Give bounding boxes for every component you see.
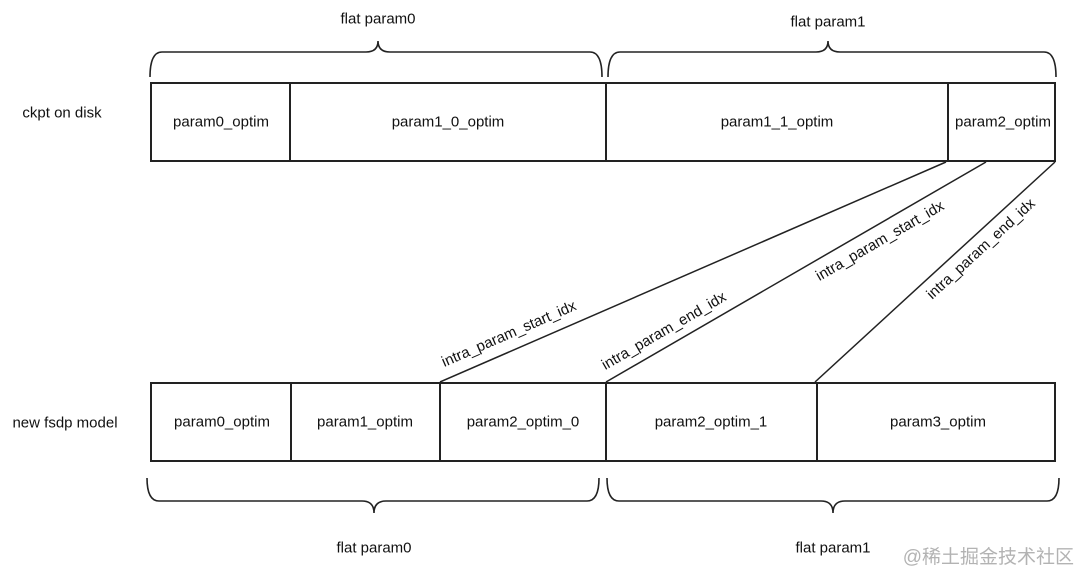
box-param0-optim: param0_optim	[174, 413, 270, 431]
box-divider	[289, 84, 291, 160]
intra-param-start-idx-label-flat1: intra_param_start_idx	[812, 197, 948, 285]
box-param2-optim-1: param2_optim_1	[654, 413, 768, 431]
box-param0-optim: param0_optim	[173, 113, 269, 131]
box-divider	[290, 384, 292, 460]
underbrace-flat-param0	[146, 477, 600, 514]
mapping-line-start-flat0	[439, 161, 947, 383]
box-divider	[439, 384, 441, 460]
box-divider	[605, 384, 607, 460]
top-brace-label-flat-param1: flat param1	[790, 13, 866, 31]
box-param2-optim: param2_optim	[955, 113, 1051, 131]
top-row-title: ckpt on disk	[22, 104, 102, 122]
overbrace-flat-param1	[607, 40, 1057, 78]
box-divider	[605, 84, 607, 160]
box-param1-1-optim: param1_1_optim	[720, 113, 834, 131]
box-param1-optim: param1_optim	[317, 413, 413, 431]
box-param3-optim: param3_optim	[890, 413, 986, 431]
watermark: @稀土掘金技术社区	[902, 547, 1074, 568]
box-divider	[947, 84, 949, 160]
ckpt-on-disk-row: param0_optim param1_0_optim param1_1_opt…	[150, 82, 1056, 162]
intra-param-start-idx-label-flat0: intra_param_start_idx	[439, 297, 579, 371]
top-brace-label-flat-param0: flat param0	[340, 10, 416, 28]
box-param2-optim-0: param2_optim_0	[466, 413, 580, 431]
overbrace-flat-param0	[149, 40, 603, 78]
new-fsdp-model-row: param0_optim param1_optim param2_optim_0…	[150, 382, 1056, 462]
bottom-brace-label-flat-param0: flat param0	[336, 539, 412, 557]
intra-param-end-idx-label-flat0: intra_param_end_idx	[598, 288, 730, 374]
bottom-brace-label-flat-param1: flat param1	[795, 539, 871, 557]
mapping-line-end-flat1	[814, 161, 1056, 383]
box-divider	[816, 384, 818, 460]
box-param1-0-optim: param1_0_optim	[391, 113, 505, 131]
underbrace-flat-param1	[606, 477, 1060, 514]
bottom-row-title: new fsdp model	[12, 414, 118, 432]
mapping-line-end-flat0-start-flat1	[605, 161, 987, 383]
